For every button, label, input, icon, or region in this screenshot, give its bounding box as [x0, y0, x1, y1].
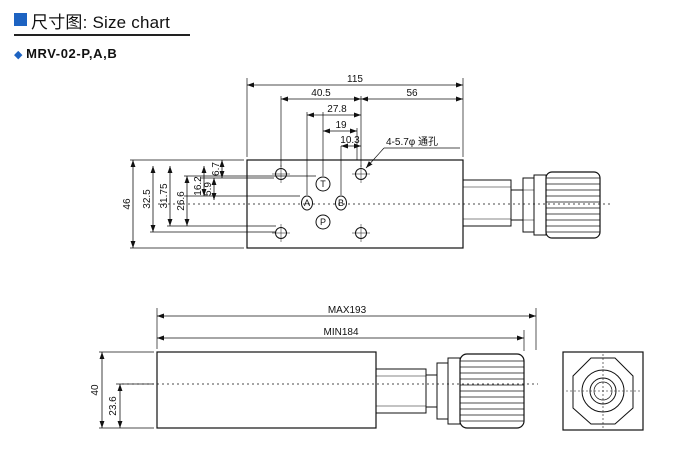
dim-26-6: 26.6	[176, 191, 187, 211]
port-t-icon	[315, 176, 331, 192]
dim-6-7: 6.7	[211, 162, 222, 176]
dim-32-5: 32.5	[142, 189, 153, 209]
port-label-p: P	[320, 217, 326, 227]
port-b-icon	[335, 195, 347, 211]
dim-10-3: 10.3	[340, 135, 360, 146]
dim-min-length: MIN184	[323, 327, 358, 338]
dim-19: 19	[335, 120, 347, 131]
section-header: 尺寸图: Size chart	[14, 8, 194, 36]
section-title: 尺寸图: Size chart	[31, 13, 171, 32]
dim-56: 56	[406, 88, 418, 99]
end-view-body	[562, 351, 644, 431]
model-heading: ◆MRV-02-P,A,B	[14, 46, 117, 61]
port-p-icon	[315, 214, 331, 230]
stem-side	[375, 368, 427, 414]
dim-max-length: MAX193	[328, 305, 367, 316]
port-label-b: B	[338, 198, 344, 208]
header-square-icon	[14, 13, 27, 26]
port-a-icon	[301, 195, 313, 211]
lock-nut-top	[510, 189, 524, 221]
adjust-knob-top	[545, 171, 601, 239]
dim-40-5: 40.5	[311, 88, 331, 99]
top-view	[130, 78, 610, 249]
dim-5-9: 5.9	[203, 182, 214, 196]
hole-note: 4-5.7φ 通孔	[386, 136, 438, 148]
valve-body-side	[156, 351, 377, 429]
lock-nut-side	[436, 362, 449, 420]
port-label-a: A	[304, 198, 310, 208]
dim-27-8: 27.8	[327, 104, 347, 115]
dim-height-40: 40	[90, 384, 101, 396]
model-name: MRV-02-P,A,B	[26, 46, 118, 61]
dim-height-46: 46	[122, 198, 133, 210]
knob-octagon-icon	[572, 357, 634, 425]
header-underline	[14, 34, 190, 36]
dim-31-75: 31.75	[159, 183, 170, 208]
dim-center-23-6: 23.6	[108, 396, 119, 416]
dim-16-2: 16.2	[193, 176, 204, 196]
side-view	[99, 308, 644, 431]
port-label-t: T	[320, 179, 326, 189]
dim-overall-width: 115	[347, 74, 363, 85]
diamond-bullet-icon: ◆	[14, 49, 24, 61]
